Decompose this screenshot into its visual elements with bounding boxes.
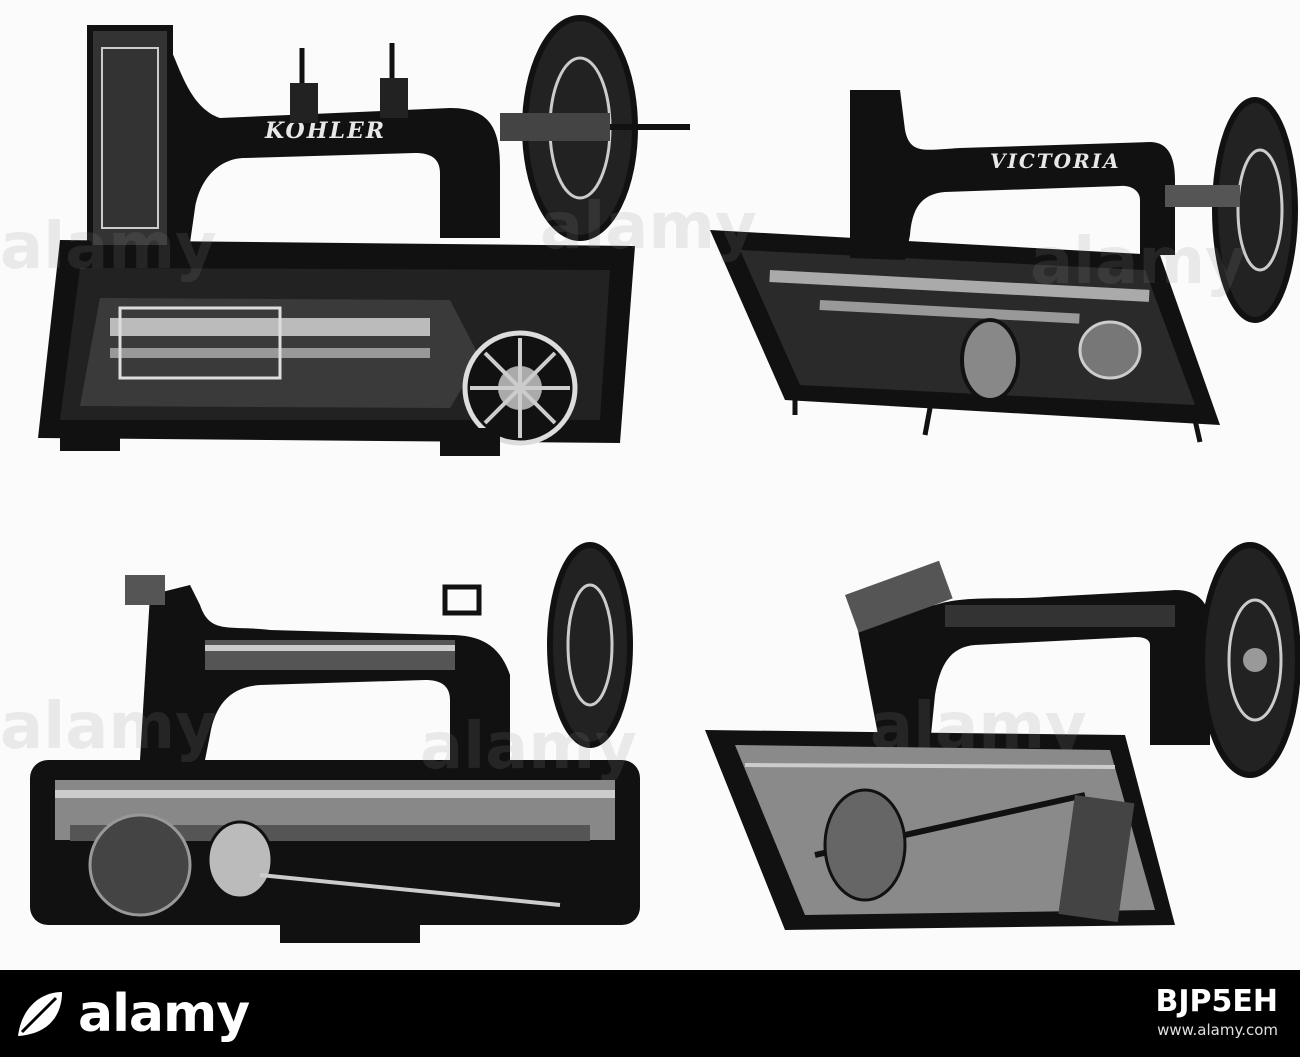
- alamy-leaf-icon: [18, 992, 62, 1036]
- sewing-machine-koehler: KÖHLER: [20, 8, 690, 468]
- koehler-engraving: KÖHLER: [38, 15, 690, 456]
- koehler-brand-label: KÖHLER: [264, 116, 386, 144]
- stock-footer: alamy BJP5EH www.alamy.com: [0, 970, 1300, 1057]
- tilted-engraving: [705, 542, 1300, 930]
- engraving-plate: KÖHLER: [0, 8, 1300, 945]
- alamy-logo-text: alamy: [78, 984, 250, 1044]
- victoria-engraving: VICTORIA: [710, 90, 1298, 443]
- footer-meta: BJP5EH www.alamy.com: [1156, 980, 1279, 1039]
- open-bed-engraving: [30, 542, 640, 943]
- image-id-code: BJP5EH: [1155, 984, 1279, 1019]
- alamy-logo[interactable]: alamy: [12, 984, 392, 1044]
- sewing-machine-tilted: [705, 542, 1300, 945]
- sewing-machine-victoria: VICTORIA: [700, 70, 1300, 450]
- sewing-machine-open-bed: [30, 542, 650, 945]
- victoria-brand-label: VICTORIA: [990, 149, 1121, 173]
- alamy-url-link[interactable]: www.alamy.com: [1157, 1021, 1278, 1039]
